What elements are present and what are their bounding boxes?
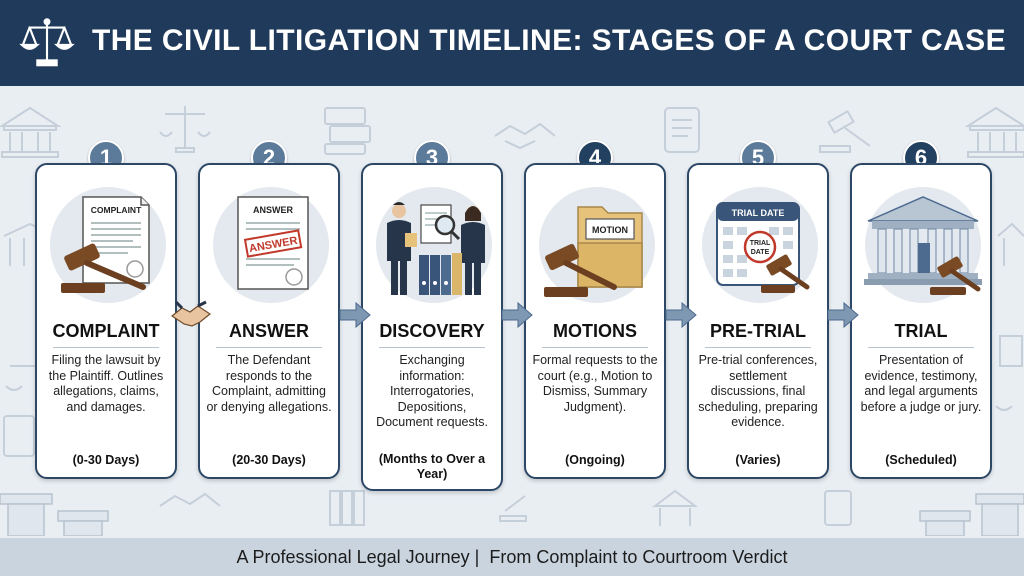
header-bar: THE CIVIL LITIGATION TIMELINE: STAGES OF… <box>0 0 1024 86</box>
stage-title-complaint: COMPLAINT <box>52 321 160 341</box>
stage-description-complaint: Filing the lawsuit by the Plaintiff. Out… <box>48 353 164 414</box>
stage-card-trial: TRIAL Presentation of evidence, testimon… <box>850 163 992 479</box>
answer-illustration: ANSWER ANSWER <box>213 187 329 303</box>
stage-duration-answer: (20-30 Days) <box>232 453 306 467</box>
divider <box>216 347 322 348</box>
background-decorations <box>0 106 1024 536</box>
stage-duration-trial: (Scheduled) <box>885 453 957 467</box>
calendar-label: TRIAL DATE <box>732 208 785 218</box>
handshake-bg-icon <box>494 122 556 150</box>
gavel-icon <box>544 243 617 297</box>
scroll-bg-icon <box>664 107 700 153</box>
motions-illustration: MOTION <box>539 187 655 303</box>
stage-card-complaint: COMPLAINT COMPLAINT Filing the lawsuit b… <box>35 163 177 479</box>
gavel-icon <box>61 243 146 293</box>
binders-icon <box>419 253 462 295</box>
arrow-right-icon <box>339 301 371 329</box>
motion-doc-label: MOTION <box>592 225 628 235</box>
divider <box>868 347 974 348</box>
courthouse-bg-icon-right <box>964 106 1024 158</box>
stage-title-discovery: DISCOVERY <box>379 321 485 341</box>
answer-doc-label: ANSWER <box>253 205 293 215</box>
footer-spacer <box>479 547 489 568</box>
complaint-illustration: COMPLAINT <box>50 187 166 303</box>
bottom-decor <box>159 489 852 526</box>
stage-duration-pre-trial: (Varies) <box>735 453 781 467</box>
handshake-icon <box>170 300 212 327</box>
stage-card-motions: MOTION MOTIONS Formal requests to the co… <box>524 163 666 479</box>
page-title: THE CIVIL LITIGATION TIMELINE: STAGES OF… <box>92 24 1006 57</box>
complaint-doc-label: COMPLAINT <box>91 205 142 215</box>
arrow-right-icon <box>827 301 859 329</box>
divider <box>379 347 485 348</box>
footer-left-text: A Professional Legal Journey | <box>236 546 480 567</box>
trial-circle-label-2: DATE <box>751 249 770 256</box>
arrow-right-icon <box>665 301 697 329</box>
stage-duration-discovery: (Months to Over a Year) <box>378 452 486 481</box>
magnifier-icon <box>434 214 461 241</box>
stage-description-discovery: Exchanging information: Interrogatories,… <box>376 353 488 429</box>
stage-description-answer: The Defendant responds to the Complaint,… <box>206 353 332 414</box>
divider <box>53 347 159 348</box>
stage-duration-motions: (Ongoing) <box>565 453 625 467</box>
gavel-icon <box>930 256 981 295</box>
trial-circle-label-1: TRIAL <box>750 240 771 247</box>
courthouse-icon <box>864 196 982 285</box>
stage-card-discovery: DISCOVERY Exchanging information: Interr… <box>361 163 503 491</box>
arrow-right-icon <box>501 301 533 329</box>
stage-description-motions: Formal requests to the court (e.g., Moti… <box>532 353 658 414</box>
stage-card-pre-trial: TRIAL DATE TRIAL DATE PRE-TRIAL Pre-tria… <box>687 163 829 479</box>
stage-card-answer: ANSWER ANSWER ANSWER The Defendant respo… <box>198 163 340 479</box>
gavel-bg-icon <box>819 109 871 153</box>
divider <box>542 347 648 348</box>
trial-illustration <box>864 187 982 303</box>
stage-title-trial: TRIAL <box>894 321 948 341</box>
stage-title-answer: ANSWER <box>229 321 309 341</box>
discovery-illustration <box>376 187 492 303</box>
courthouse-bg-icon <box>0 106 62 158</box>
divider <box>705 347 811 348</box>
books-bg-icon <box>324 107 371 155</box>
person-woman-icon <box>461 206 485 295</box>
footer-right-text: From Complaint to Courtroom Verdict <box>489 546 788 567</box>
pre-trial-illustration: TRIAL DATE TRIAL DATE <box>702 187 818 303</box>
stage-title-motions: MOTIONS <box>553 321 637 341</box>
scales-of-justice-icon <box>19 18 75 67</box>
footer-bar: A Professional Legal Journey | From Comp… <box>0 538 1024 576</box>
stage-duration-complaint: (0-30 Days) <box>72 453 140 467</box>
gavel-icon <box>761 254 810 293</box>
scales-bg-icon <box>159 106 211 153</box>
stage-title-pre-trial: PRE-TRIAL <box>710 321 806 341</box>
side-decor-right <box>995 222 1024 411</box>
stage-description-trial: Presentation of evidence, testimony, and… <box>860 353 982 414</box>
stage-description-pre-trial: Pre-trial conferences, settlement discus… <box>698 353 818 429</box>
person-man-icon <box>387 202 417 295</box>
